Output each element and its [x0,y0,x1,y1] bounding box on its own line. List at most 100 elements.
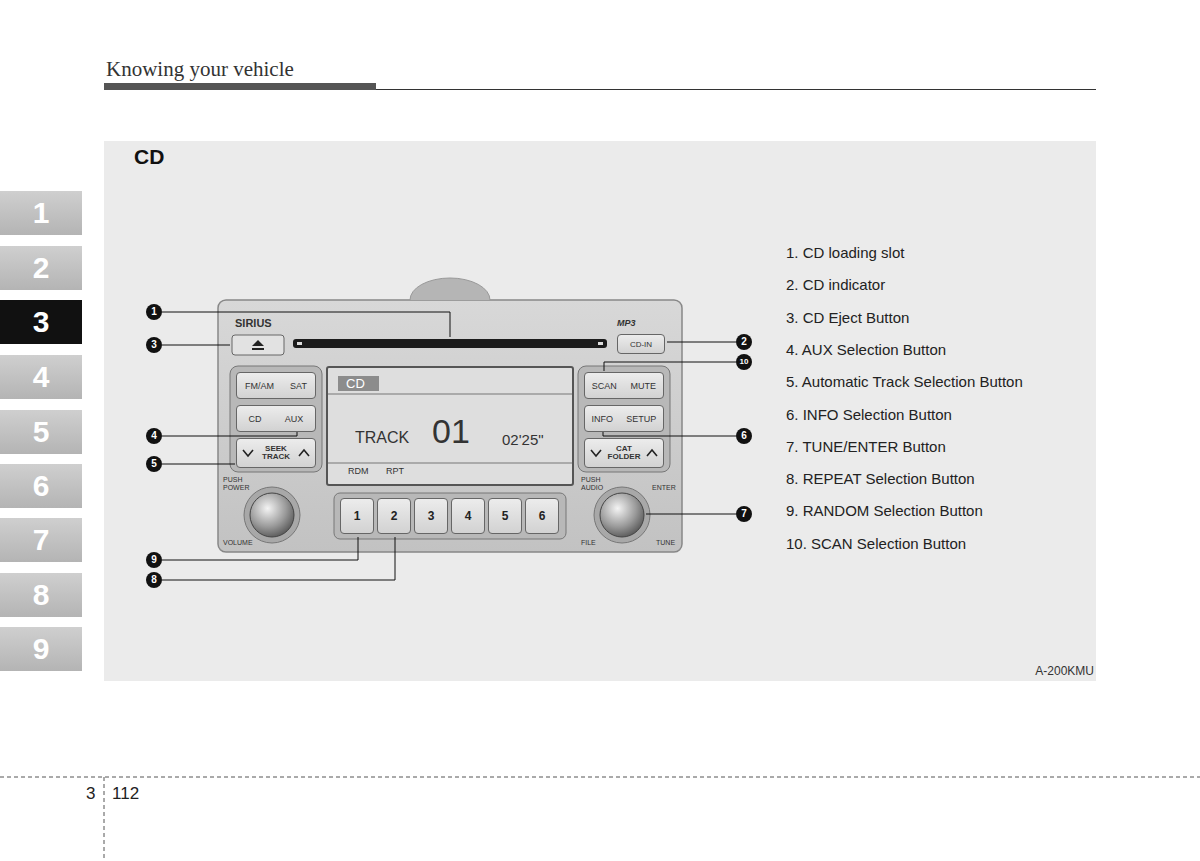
chapter-number: 8 [33,578,50,612]
figure-title: CD [134,145,164,169]
callout-number: 10 [736,354,752,370]
brand-logo: SIRIUS [235,317,272,330]
button-cluster [230,366,322,472]
control-label: TUNE [656,539,675,547]
leader-line [604,362,736,371]
legend-item: 7. TUNE/ENTER Button [786,438,946,456]
button-label: SAT [290,381,307,391]
button-label: CD-IN [630,340,652,349]
chapter-tab: 2 [0,246,82,290]
tune-knob [600,493,644,537]
display-rule [328,394,572,395]
preset-cluster [334,493,566,539]
button-label: FM/AM [245,381,274,391]
control-label: FILE [581,539,596,547]
legend-item: 5. Automatic Track Selection Button [786,373,1023,391]
header-rule [376,89,1096,90]
callout-number: 6 [736,428,752,444]
button-label: 5 [502,509,509,523]
preset-button: 5 [488,498,522,534]
display-text: CD [338,376,379,391]
control-label: AUDIO [581,484,603,492]
button-label: AUX [285,414,304,424]
footer-rule [0,777,1200,778]
radio-button: INFOSETUP [584,405,664,432]
preset-button: 1 [340,498,374,534]
chapter-tab: 5 [0,410,82,454]
chapter-number: 1 [33,196,50,230]
chapter-tab: 3 [0,300,82,344]
chapter-number: 6 [33,469,50,503]
legend-item: 8. REPEAT Selection Button [786,470,975,488]
leader-line [162,345,230,346]
button-cluster [578,366,670,472]
button-label: CD [249,414,262,424]
chapter-number: 9 [33,632,50,666]
chapter-number: 2 [33,251,50,285]
button-label: SETUP [626,414,656,424]
running-header: Knowing your vehicle [106,57,294,82]
callout-number: 5 [146,456,162,472]
legend-item: 6. INFO Selection Button [786,406,952,424]
callout-number: 4 [146,428,162,444]
display-screen: CDTRACK0102'25"RDMRPT [326,366,574,486]
chapter-tab: 4 [0,355,82,399]
chapter-tab: 6 [0,464,82,508]
callout-number: 3 [146,337,162,353]
tune-knob-ring [594,487,650,543]
chapter-tab: 7 [0,518,82,562]
control-label: PUSH [223,476,242,484]
down-arrow [243,450,253,456]
radio-button: CD AUX [236,405,316,432]
volume-knob-ring [244,487,300,543]
chapter-number: 4 [33,360,50,394]
button-label: SEEK TRACK [259,445,293,462]
legend-item: 10. SCAN Selection Button [786,535,966,553]
leader-line [667,342,736,343]
leader-line [162,537,358,560]
callout-number: 1 [146,304,162,320]
preset-button: 4 [451,498,485,534]
header-bar [104,83,376,90]
button-label: 6 [539,509,546,523]
chapter-tab: 9 [0,627,82,671]
button-label: 3 [428,509,435,523]
display-text: 01 [432,414,470,448]
callout-number: 8 [146,572,162,588]
leader-line [603,432,736,436]
callout-number: 9 [146,552,162,568]
footer-divider [104,777,105,861]
display-text: TRACK [355,430,409,446]
legend-item: 3. CD Eject Button [786,309,909,327]
chapter-tab: 1 [0,191,82,235]
control-label: PUSH [581,476,600,484]
eject-button [232,335,284,355]
display-text: RPT [386,467,404,476]
chapter-number: 3 [86,784,95,804]
radio-button: FM/AM SAT [236,372,316,399]
page-number: 112 [112,784,139,804]
radio-button: CD-IN [617,334,665,354]
legend-item: 9. RANDOM Selection Button [786,502,983,520]
legend-item: 4. AUX Selection Button [786,341,946,359]
button-label: CAT FOLDER [607,445,641,462]
chapter-number: 3 [33,305,50,339]
leader-line [162,537,395,580]
slot-mark [297,342,302,345]
figure-panel [104,141,1096,681]
up-arrow [647,450,657,456]
legend-item: 1. CD loading slot [786,244,904,262]
chapter-number: 5 [33,415,50,449]
callout-number: 2 [736,334,752,350]
disc-outline [410,278,490,300]
control-label: ENTER [652,484,676,492]
format-logo: MP3 [617,318,636,329]
volume-knob [250,493,294,537]
display-rule [328,463,572,464]
down-arrow [591,450,601,456]
display-text: 02'25" [502,432,544,447]
chapter-tab: 8 [0,573,82,617]
button-label: 1 [354,509,361,523]
button-label: 4 [465,509,472,523]
leader-line [162,312,450,337]
